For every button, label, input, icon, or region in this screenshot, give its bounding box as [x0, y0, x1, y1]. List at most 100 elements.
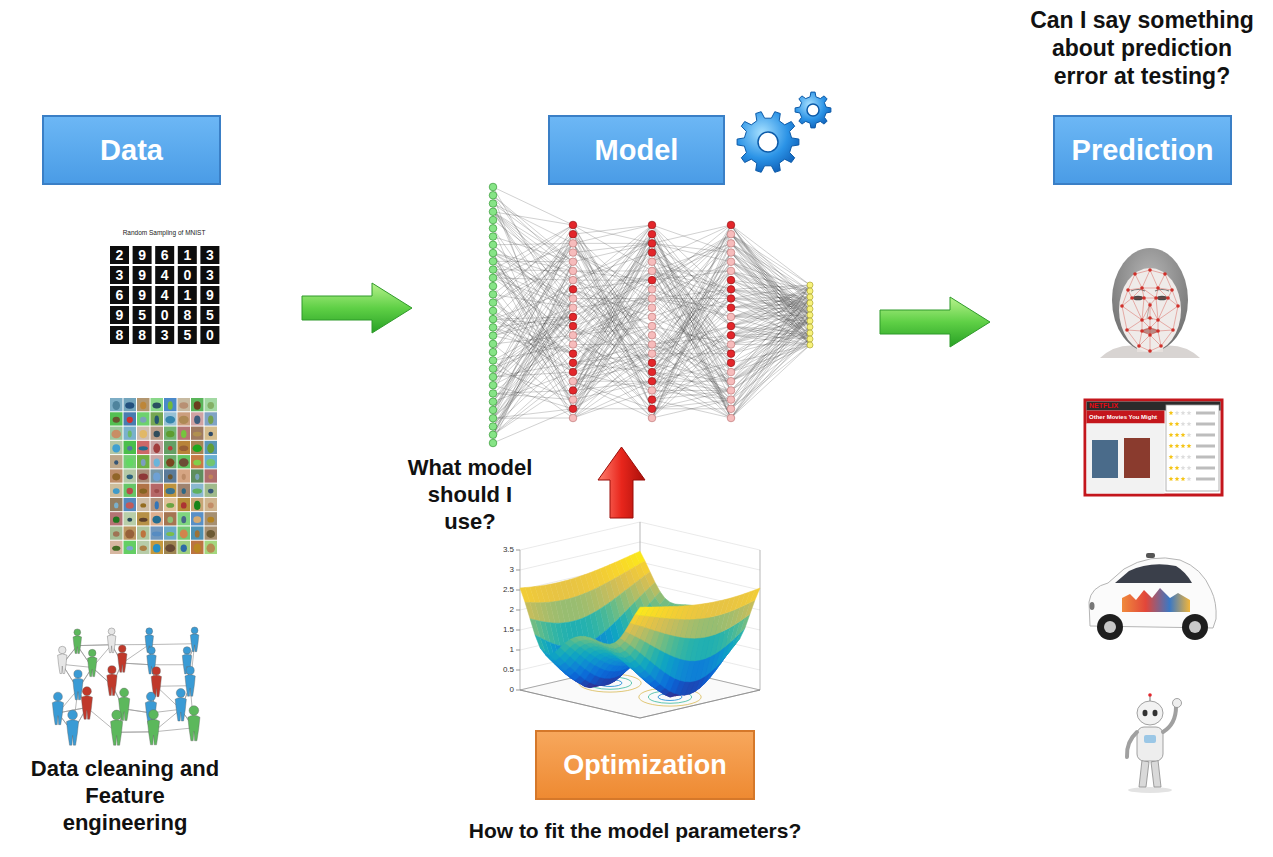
cifar-sample	[166, 458, 174, 466]
neural-network	[573, 243, 652, 280]
self-driving-car	[1115, 564, 1192, 583]
neural-network	[731, 327, 810, 381]
neural-network	[731, 327, 810, 418]
recommendation-screenshot	[1087, 424, 1165, 494]
face-landmarks	[1100, 248, 1200, 358]
people-network	[188, 706, 200, 741]
people-network	[156, 685, 190, 687]
neural-network	[727, 350, 735, 358]
neural-network	[493, 278, 573, 280]
people-network	[58, 646, 67, 673]
neural-network	[493, 381, 573, 435]
neural-network	[489, 224, 497, 232]
cifar-sample	[178, 469, 191, 482]
neural-network	[569, 304, 577, 312]
people-network	[111, 710, 123, 745]
neural-network	[731, 315, 810, 418]
cifar-sample	[141, 459, 146, 466]
neural-network	[652, 326, 731, 418]
neural-network	[493, 234, 573, 418]
face-landmarks	[1120, 304, 1124, 308]
digit-sample: 6	[161, 247, 169, 263]
cifar-sample	[128, 431, 132, 438]
neural-network	[652, 308, 731, 391]
digit-sample: 9	[138, 247, 146, 263]
people-network	[118, 645, 126, 653]
neural-network	[569, 322, 577, 330]
neural-network	[727, 322, 735, 330]
cifar-sample	[155, 501, 159, 509]
cifar-sample	[110, 398, 217, 554]
cifar-sample	[137, 541, 150, 554]
digit-sample: 6	[155, 246, 174, 264]
cifar-sample	[124, 455, 137, 468]
people-network	[52, 692, 63, 724]
people-network	[112, 644, 150, 645]
mnist-sample	[133, 306, 152, 324]
digit-sample: 3	[200, 246, 219, 264]
recommendation-screenshot	[1085, 400, 1222, 495]
neural-network	[648, 258, 656, 266]
cifar-sample	[191, 412, 204, 425]
neural-network	[648, 295, 656, 303]
neural-network	[731, 285, 810, 326]
neural-network	[489, 439, 497, 447]
neural-network	[648, 249, 656, 257]
neural-network	[489, 315, 497, 323]
cifar-sample	[124, 427, 137, 440]
cifar-sample	[166, 503, 174, 508]
robot-figure	[1127, 732, 1137, 757]
digit-sample: 9	[116, 307, 124, 323]
cifar-sample	[164, 469, 177, 482]
people-network	[149, 643, 194, 645]
face-landmarks	[1148, 333, 1152, 337]
robot-figure	[1127, 693, 1182, 793]
neural-network	[652, 243, 731, 418]
cifar-sample	[137, 526, 150, 539]
people-network	[146, 692, 155, 701]
banner-text: Other Movies You Might	[1089, 414, 1157, 420]
neural-network	[489, 373, 497, 381]
neural-network	[652, 225, 731, 390]
cifar-sample	[151, 512, 164, 525]
face-landmarks	[1140, 329, 1144, 333]
digit-sample: 9	[138, 267, 146, 283]
people-network	[77, 644, 111, 646]
people-network	[62, 664, 92, 667]
cifar-sample	[112, 473, 120, 480]
cifar-sample	[110, 512, 123, 525]
cifar-sample	[139, 446, 148, 450]
cifar-sample	[137, 455, 150, 468]
neural-network	[489, 266, 497, 274]
cifar-sample	[110, 498, 123, 511]
digit-sample: 8	[110, 326, 129, 344]
neural-network	[493, 243, 573, 277]
cifar-sample	[165, 416, 175, 424]
people-network	[107, 635, 116, 653]
face-landmarks	[1156, 318, 1160, 322]
neural-network	[493, 289, 573, 410]
neural-network	[569, 295, 577, 303]
flow-arrow	[302, 283, 412, 333]
neural-network	[573, 271, 652, 409]
face-landmarks	[1122, 270, 1178, 351]
neural-network	[731, 225, 810, 339]
cifar-sample	[208, 489, 214, 494]
recommendation-screenshot	[1085, 400, 1222, 495]
digit-sample: 4	[155, 286, 174, 304]
cifar-sample	[112, 444, 120, 452]
cifar-sample	[125, 529, 134, 538]
cifar-sample	[151, 469, 164, 482]
cifar-sample	[205, 526, 218, 539]
neural-network	[727, 240, 735, 248]
neural-network	[652, 326, 731, 400]
cifar-sample	[164, 498, 177, 511]
recommendation-screenshot	[1169, 443, 1174, 448]
image-title: Random Sampling of MNIST	[104, 229, 224, 237]
loss-surface	[520, 662, 760, 718]
cifar-sample	[114, 460, 118, 465]
cifar-sample	[205, 484, 218, 497]
neural-network	[493, 212, 573, 326]
people-network	[88, 649, 97, 676]
face-landmarks	[1148, 326, 1152, 330]
